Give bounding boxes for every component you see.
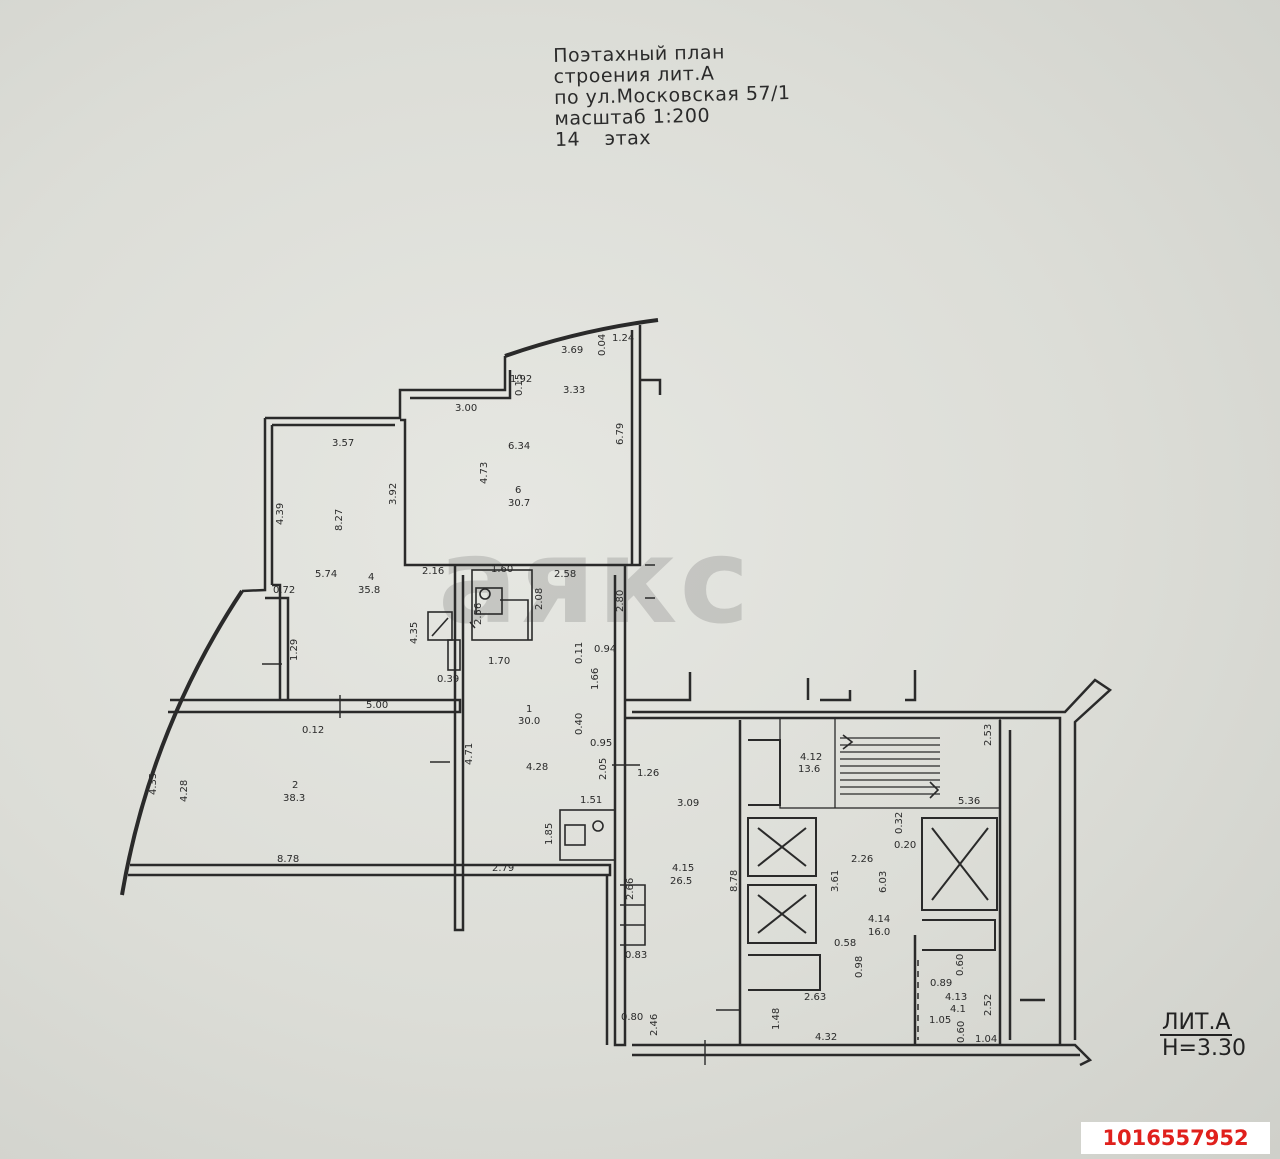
room-number: 4.14 [868, 914, 890, 925]
dimension-label: 0.80 [621, 1012, 643, 1023]
dimension-label: 1.92 [510, 374, 532, 385]
dimension-label: 2.26 [851, 854, 873, 865]
dimension-label: 8.27 [334, 509, 345, 531]
bathroom-walls [427, 564, 655, 946]
listing-id-badge: 1016557952 [1081, 1122, 1270, 1154]
dimension-label: 0.83 [625, 950, 647, 961]
dimension-label: 3.69 [561, 345, 583, 356]
dimension-label: 4.28 [526, 762, 548, 773]
dimension-label: 4.28 [179, 780, 190, 802]
dimension-label: 5.74 [315, 569, 337, 580]
dimension-label: 5.36 [958, 796, 980, 807]
dimension-label: 2.05 [598, 758, 609, 780]
room-number: 6 [515, 485, 521, 496]
room-area: 4.1 [950, 1004, 966, 1015]
dimension-label: 1.85 [544, 823, 555, 845]
dimension-label: 3.00 [455, 403, 477, 414]
dimension-label: 0.60 [955, 954, 966, 976]
room-number: 4 [368, 572, 374, 583]
dimension-label: 2.16 [422, 566, 444, 577]
dimension-label: 1.05 [929, 1015, 951, 1026]
balcony-arc-left [120, 589, 244, 896]
dimension-label: 0.20 [894, 840, 916, 851]
dimension-label: 0.72 [273, 585, 295, 596]
balcony-arc-top [504, 318, 659, 358]
dimension-label: 4.35 [148, 773, 159, 795]
room-area: 13.6 [798, 764, 820, 775]
legend-height: H=3.30 [1162, 1036, 1246, 1061]
dimension-label: 1.48 [771, 1008, 782, 1030]
dimension-label: 2.56 [473, 603, 484, 625]
watermark: аякс [438, 512, 752, 650]
room-number: 2 [292, 780, 298, 791]
room-area: 30.0 [518, 716, 540, 727]
dimension-label: 0.60 [956, 1021, 967, 1043]
dimension-label: 0.32 [894, 812, 905, 834]
dimension-label: 2.46 [649, 1014, 660, 1036]
dimension-label: 0.15 [514, 374, 525, 396]
elevator-shafts [747, 739, 998, 991]
dimension-label: 4.71 [464, 743, 475, 765]
dimension-label: 1.04 [975, 1034, 997, 1045]
room-number: 4.13 [945, 992, 967, 1003]
room-area: 16.0 [868, 927, 890, 938]
dimension-label: 8.78 [277, 854, 299, 865]
dimension-label: 0.40 [574, 713, 585, 735]
dimension-label: 0.39 [437, 674, 459, 685]
dimension-label: 2.80 [615, 590, 626, 612]
room-number: 4.12 [800, 752, 822, 763]
dimension-label: 1.51 [580, 795, 602, 806]
dimension-label: 4.35 [409, 622, 420, 644]
dimension-label: 0.95 [590, 738, 612, 749]
dimension-label: 0.12 [302, 725, 324, 736]
dimension-label: 0.89 [930, 978, 952, 989]
common-area-walls [625, 670, 1113, 1067]
dimension-label: 4.39 [275, 503, 286, 525]
dimension-label: 2.52 [983, 994, 994, 1016]
room-area: 38.3 [283, 793, 305, 804]
dimension-label: 2.63 [804, 992, 826, 1003]
dimension-label: 0.11 [574, 642, 585, 664]
dimension-label: 2.08 [534, 588, 545, 610]
dimension-label: 8.78 [729, 870, 740, 892]
dimension-label: 2.79 [492, 863, 514, 874]
dimension-label: 1.29 [289, 639, 300, 661]
room-number: 1 [526, 704, 532, 715]
dimension-label: 6.79 [615, 423, 626, 445]
dimension-label: 3.92 [388, 483, 399, 505]
room-area: 35.8 [358, 585, 380, 596]
dimension-label: 3.33 [563, 385, 585, 396]
dimension-label: 2.66 [625, 878, 636, 900]
dimension-label: 2.58 [554, 569, 576, 580]
dimension-label: 2.53 [983, 724, 994, 746]
dimension-label: 6.34 [508, 441, 530, 452]
dimension-label: 1.60 [491, 564, 513, 575]
room-area: 30.7 [508, 498, 530, 509]
dimension-label: 1.66 [590, 668, 601, 690]
legend-lit: ЛИТ.А [1160, 1010, 1233, 1036]
dimension-label: 0.58 [834, 938, 856, 949]
dimension-label: 3.09 [677, 798, 699, 809]
dimension-label: 1.70 [488, 656, 510, 667]
dimension-label: 5.00 [366, 700, 388, 711]
room-area: 26.5 [670, 876, 692, 887]
dimension-label: 1.26 [637, 768, 659, 779]
plan-legend: ЛИТ.А H=3.30 [1160, 1012, 1246, 1060]
dimension-label: 3.57 [332, 438, 354, 449]
dimension-label: 1.24 [612, 333, 634, 344]
dimension-label: 4.32 [815, 1032, 837, 1043]
dimension-label: 4.73 [479, 462, 490, 484]
dimension-label: 0.04 [597, 334, 608, 356]
dimension-label: 0.98 [854, 956, 865, 978]
apartment-walls [128, 325, 662, 1047]
room-number: 4.15 [672, 863, 694, 874]
dimension-label: 6.03 [878, 871, 889, 893]
dimension-label: 0.94 [594, 644, 616, 655]
room-labels: 6 30.7 4 35.8 1 30.0 2 38.3 4.15 26.5 4.… [283, 485, 967, 1015]
dimension-label: 3.61 [830, 870, 841, 892]
